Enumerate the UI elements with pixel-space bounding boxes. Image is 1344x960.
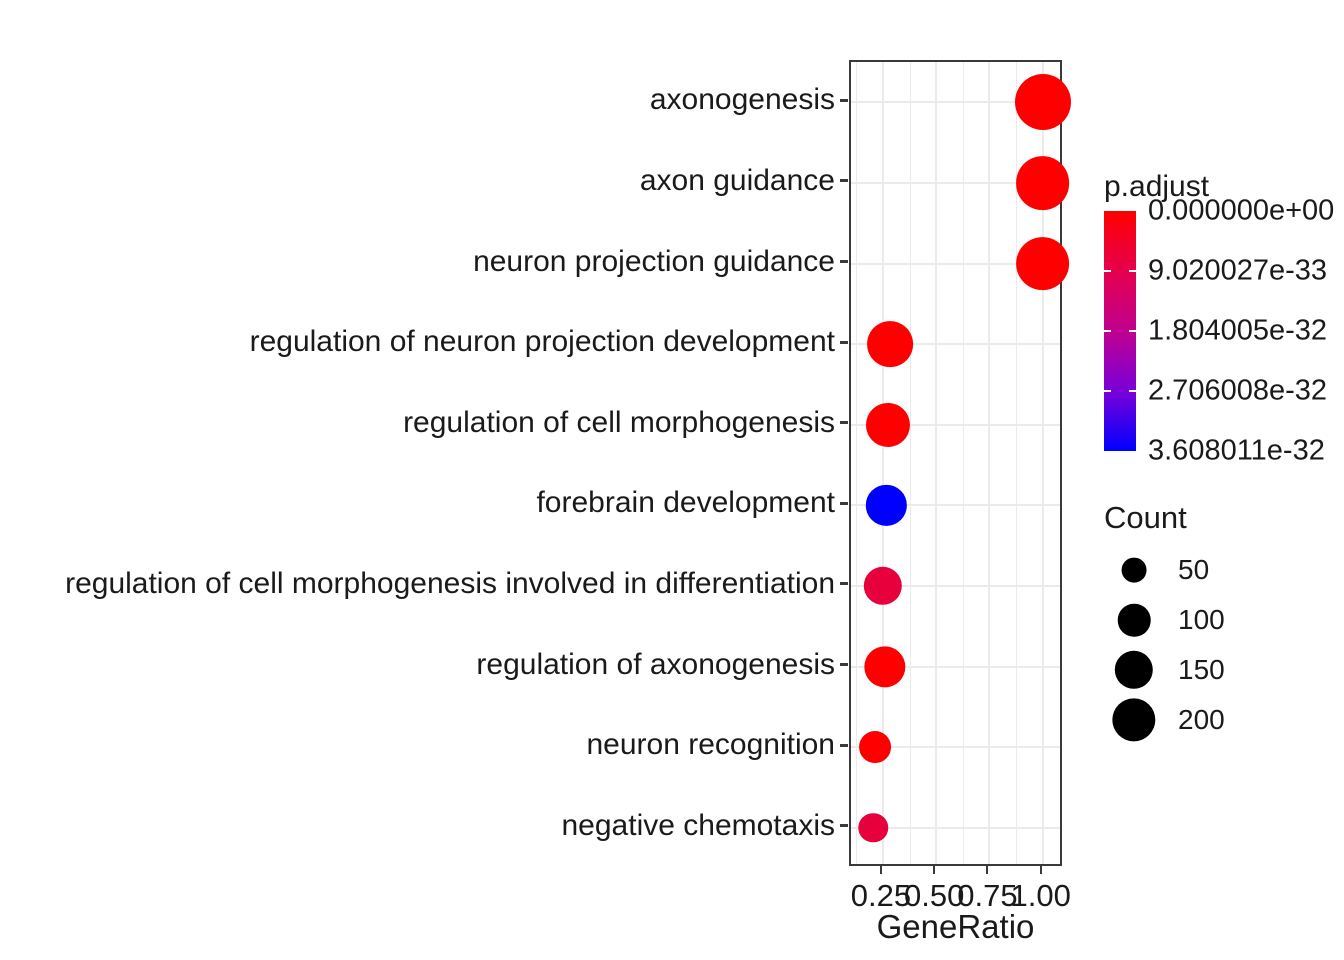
y-axis-tick [840,501,848,505]
y-gridline-major [851,343,1060,346]
data-point [865,485,907,526]
y-axis-label: regulation of cell morphogenesis involve… [65,566,835,600]
padjust-gradient-tick [1104,270,1111,272]
y-axis-tick [840,260,848,263]
y-gridline-major [851,665,1060,668]
x-axis-tick [986,866,989,874]
x-axis-tick-label: 0.50 [904,878,965,913]
plot-panel [849,60,1071,866]
data-point [1014,74,1071,131]
x-gridline-minor [909,62,911,864]
x-axis-tick-label: 0.75 [957,878,1018,913]
count-legend-label: 150 [1178,654,1225,685]
data-point [859,731,892,764]
x-axis-tick-label: 0.25 [850,878,912,913]
y-gridline-major [851,423,1060,426]
padjust-gradient-tick [1129,330,1136,332]
y-axis-label: axon guidance [639,163,835,197]
y-axis-label: regulation of cell morphogenesis [403,405,835,439]
data-point [1015,155,1070,210]
y-gridline-major [851,101,1060,104]
count-legend-label: 100 [1178,604,1225,635]
x-gridline-minor [1016,62,1018,864]
x-gridline-minor [962,62,964,864]
y-gridline-major [851,504,1060,507]
padjust-legend-title: p.adjust [1104,170,1210,203]
count-legend-label: 50 [1178,554,1210,585]
y-axis-tick [840,179,848,183]
y-axis-tick [840,98,848,102]
y-gridline-major [851,584,1060,587]
x-gridline-major [988,62,991,864]
y-gridline-major [851,746,1060,749]
data-point [866,402,911,447]
data-point [867,321,914,367]
y-axis-label: negative chemotaxis [561,808,836,842]
x-axis-title: GeneRatio [876,908,1035,945]
y-axis-tick [840,340,848,344]
x-axis-tick [879,866,882,874]
data-point [1015,236,1070,291]
padjust-legend-label: 0.000000e+00 [1148,194,1335,227]
padjust-legend-label: 3.608011e-32 [1148,434,1325,467]
y-gridline-major [851,262,1060,265]
padjust-gradient-tick [1104,330,1111,332]
count-legend-dot [1117,603,1151,637]
count-legend-label: 200 [1178,704,1225,735]
padjust-legend-label: 1.804005e-32 [1148,314,1327,347]
x-gridline-major [1041,62,1044,864]
y-axis-tick [840,824,848,828]
x-axis-tick [933,866,936,874]
padjust-gradient-bar [1104,211,1136,451]
y-axis-tick [840,421,848,425]
count-legend-dot [1114,650,1154,690]
padjust-gradient-tick [1104,390,1111,392]
x-gridline-major [881,62,884,864]
y-axis-label: forebrain development [536,486,835,520]
y-axis-label: regulation of neuron projection developm… [249,325,835,359]
y-axis-label: axonogenesis [649,83,835,117]
count-legend-title: Count [1104,500,1187,535]
y-axis-label: neuron projection guidance [473,244,835,278]
data-point [863,645,906,688]
data-point [858,812,889,843]
x-axis-tick [1039,866,1042,874]
y-axis-label: neuron recognition [586,728,835,762]
count-legend-dot [1121,557,1147,583]
data-point [863,566,903,606]
y-axis-tick [840,743,848,747]
x-gridline-minor [856,62,858,864]
y-axis-tick [840,663,848,666]
padjust-gradient-tick [1129,270,1136,272]
y-gridline-major [851,181,1060,184]
padjust-legend-label: 2.706008e-32 [1148,374,1327,407]
padjust-legend-label: 9.020027e-33 [1148,254,1327,287]
x-gridline-major [935,62,938,864]
y-gridline-major [851,826,1060,829]
y-axis-label: regulation of axonogenesis [476,647,835,681]
padjust-gradient-tick [1129,390,1136,392]
y-axis-tick [840,582,848,586]
count-legend-dot [1112,698,1156,742]
x-axis-tick-label: 1.00 [1010,878,1071,913]
